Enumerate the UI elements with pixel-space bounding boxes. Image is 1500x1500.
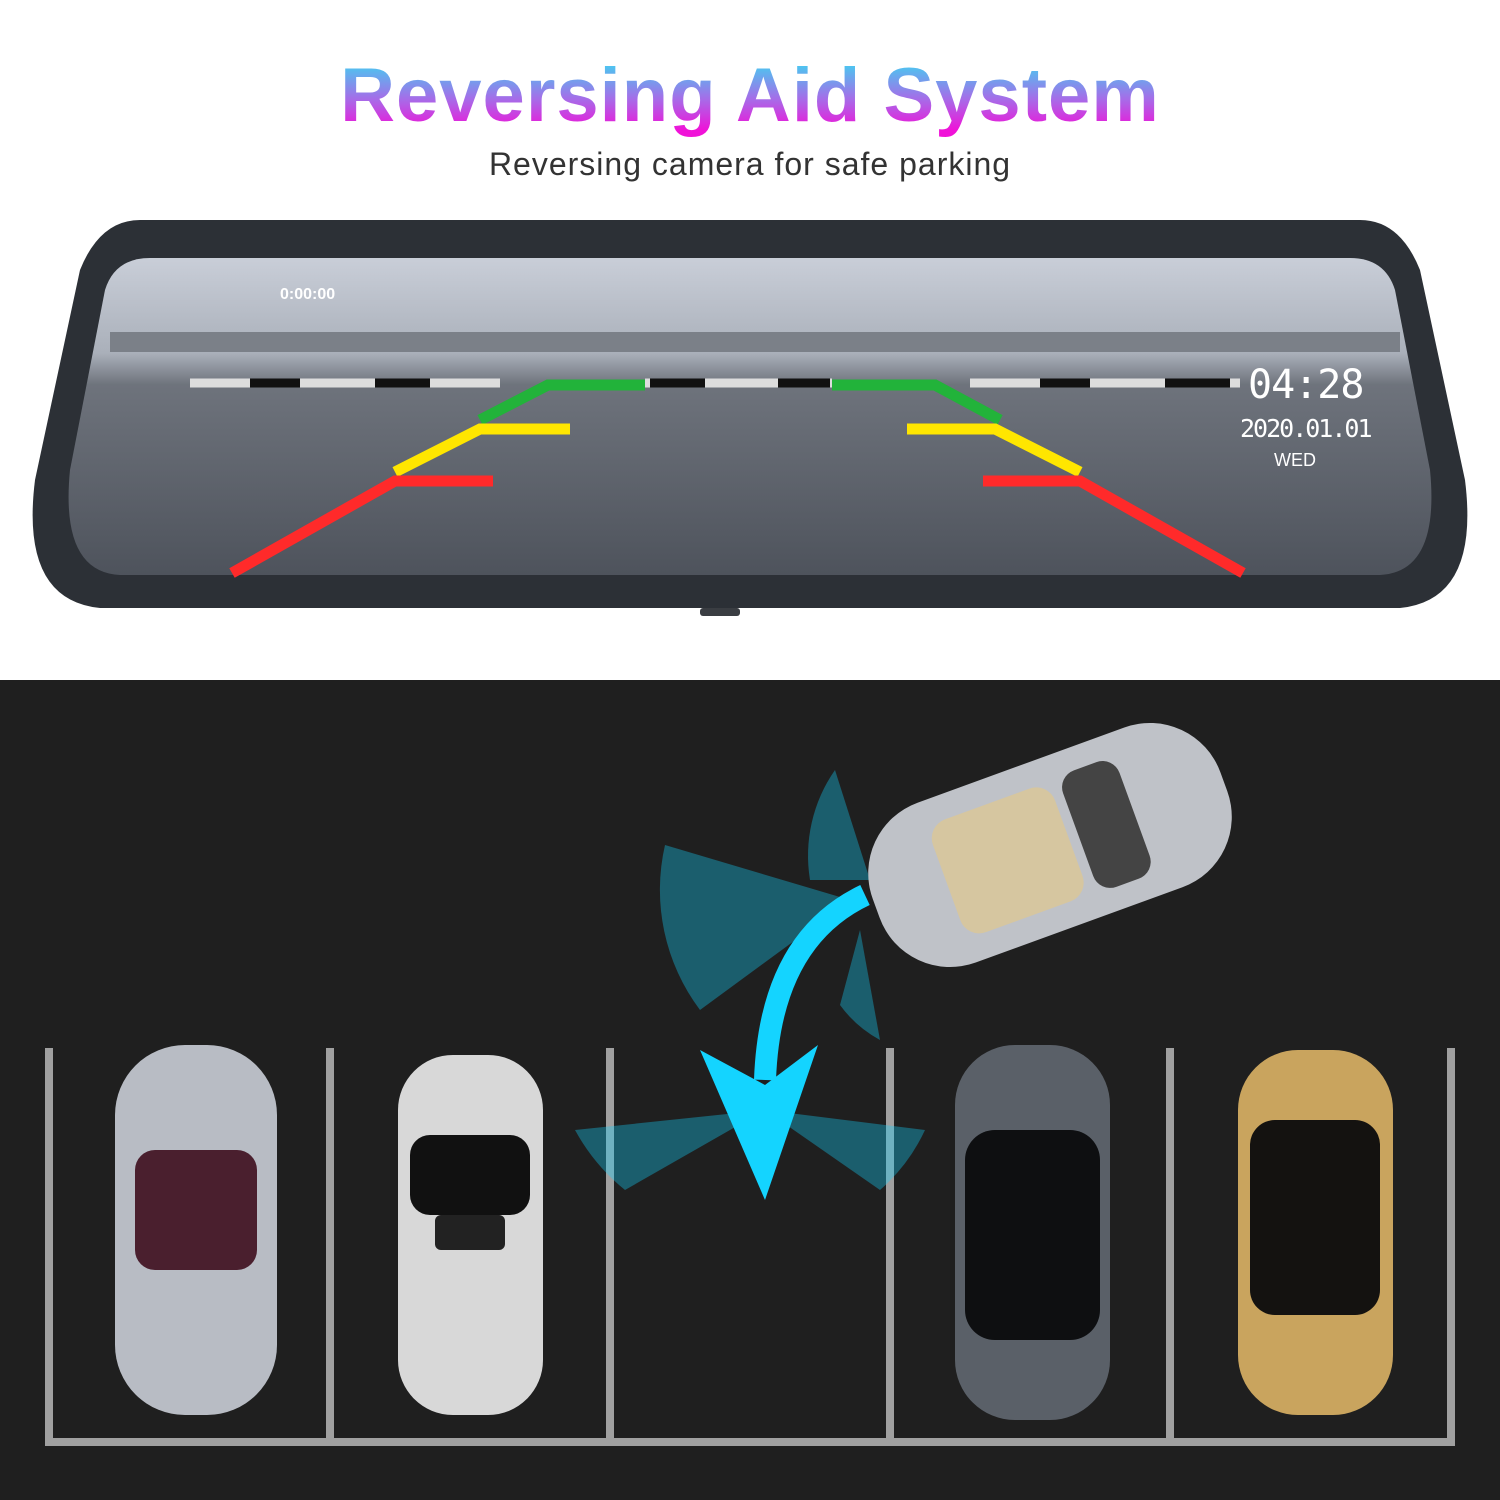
sensor-waves [575,770,925,1190]
mirror-screen [68,258,1432,575]
arrow-head-icon [700,1045,818,1200]
guideline-middle-left [392,423,570,477]
reverse-arrow-icon [754,885,870,1081]
guideline-near-right [983,475,1246,578]
parked-car-4 [1238,1050,1393,1415]
mirror-dashcam [32,220,1468,616]
guideline-far-left [477,379,645,425]
parked-car-3 [955,1045,1110,1420]
parked-car-2 [398,1055,543,1415]
parking-space-lines [45,1048,1455,1446]
mirror-mount [700,608,740,616]
page-subtitle: Reversing camera for safe parking [488,146,1012,182]
guideline-far-right [832,379,1003,425]
wall-base [110,332,1400,352]
parked-car-1 [115,1045,277,1415]
recording-timer: 0:00:00 [280,286,336,303]
clock-display: 04:28 [1248,362,1364,408]
page-title: Reversing Aid System [0,52,1500,139]
parking-lot-illustration [0,680,1500,1500]
date-display: 2020.01.01 [1240,414,1373,443]
guideline-middle-right [907,423,1083,477]
guideline-near-left [229,475,493,578]
parking-guidelines [229,379,1246,578]
weekday-display: WED [1274,450,1316,470]
reversing-car [868,722,1232,968]
